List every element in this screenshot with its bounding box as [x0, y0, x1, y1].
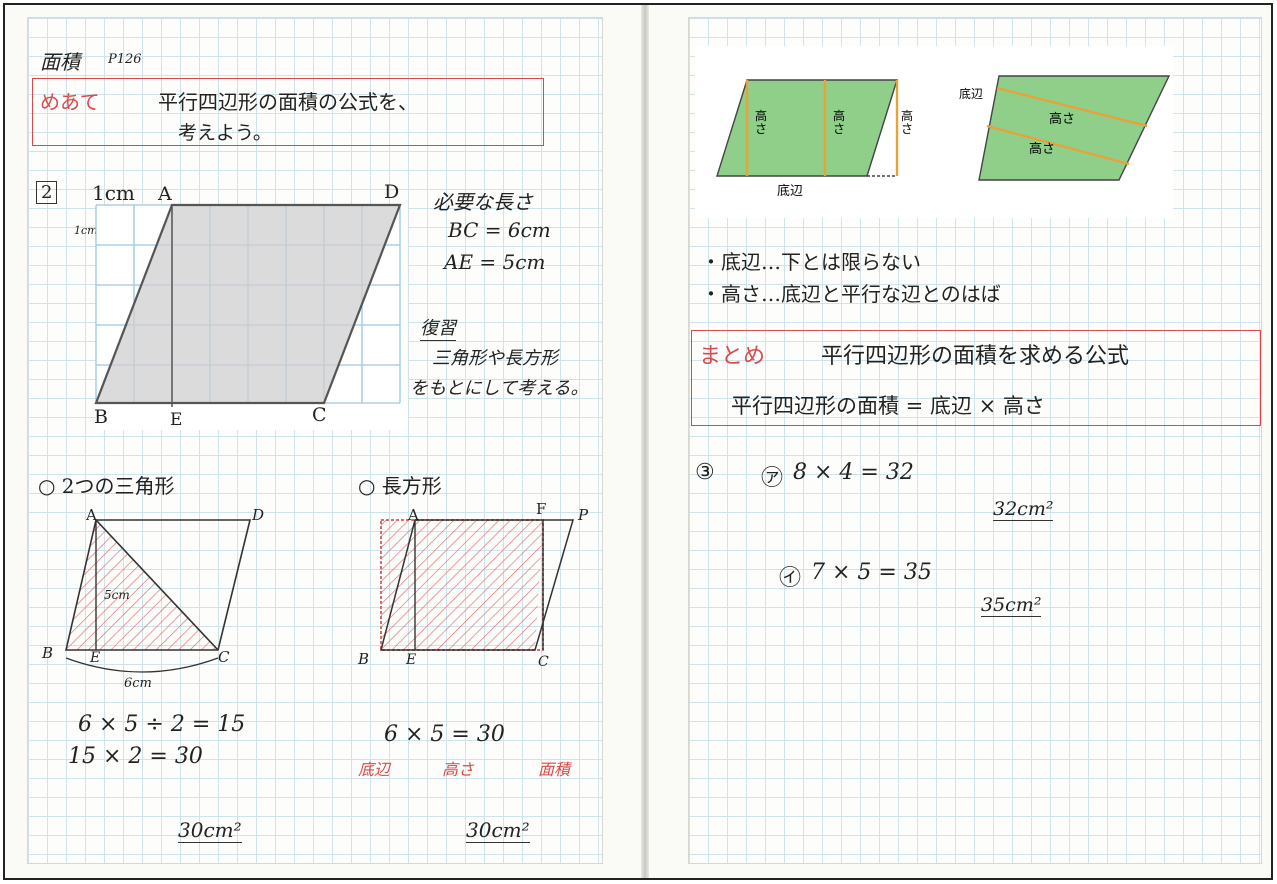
review-line-1: 三角形や長方形	[432, 348, 558, 369]
scale-side-label: 1cm	[74, 224, 98, 237]
m1-vertex-d: D	[252, 506, 265, 524]
vertex-b: B	[94, 406, 108, 428]
needed-ae: AE = 5cm	[444, 250, 546, 274]
rectangle-figure	[380, 519, 575, 651]
m1-equation-1: 6 × 5 ÷ 2 = 15	[78, 712, 246, 737]
m1-base-label: 6cm	[124, 676, 152, 691]
left-page: 面積 P126 めあて 平行四辺形の面積の公式を、 考えよう。 2 1cm 1c…	[27, 17, 603, 864]
meate-box	[32, 78, 544, 146]
m2-vertex-p: P	[578, 506, 589, 524]
meate-line-1: 平行四辺形の面積の公式を、	[158, 90, 418, 114]
matome-box	[691, 330, 1261, 426]
textbook-parallelogram-2	[978, 75, 1171, 181]
meate-label: めあて	[40, 90, 100, 114]
m1-equation-2: 15 × 2 = 30	[68, 744, 203, 769]
notebook-spine	[641, 5, 649, 878]
m2-vertex-e: E	[406, 652, 417, 668]
method-2-title: ○ 長方形	[358, 474, 442, 498]
q1-mark: ㋐	[761, 466, 784, 491]
needed-bc: BC = 6cm	[448, 218, 551, 242]
q1-equation: 8 × 4 = 32	[793, 460, 914, 485]
note-base: ・底辺…下とは限らない	[701, 250, 921, 274]
problem-number: 2	[36, 181, 58, 204]
area-formula: 平行四辺形の面積 = 底辺 × 高さ	[731, 394, 1045, 418]
review-title: 復習	[420, 314, 456, 341]
problem-3-number: ③	[695, 460, 715, 485]
q1-answer: 32cm²	[993, 498, 1054, 521]
fig2-base-label: 底辺	[959, 87, 984, 101]
scale-label: 1cm	[92, 181, 135, 205]
fig1-height-2: 高さ	[833, 109, 846, 136]
fig2-height-1: 高さ	[1049, 112, 1076, 127]
fig1-height-1: 高さ	[755, 109, 768, 136]
m2-vertex-c: C	[538, 654, 549, 670]
page-title: 面積	[40, 50, 80, 74]
vertex-a: A	[158, 183, 172, 205]
matome-title: 平行四辺形の面積を求める公式	[821, 344, 1130, 369]
fig1-height-3: 高さ	[901, 109, 914, 136]
fig2-height-2: 高さ	[1029, 142, 1056, 157]
method-1-title: ○ 2つの三角形	[38, 474, 175, 498]
vertex-d: D	[384, 181, 400, 203]
matome-label: まとめ	[699, 344, 766, 369]
m2-vertex-b: B	[358, 650, 370, 668]
two-triangles-figure	[64, 519, 252, 673]
m2-vertex-f: F	[536, 500, 547, 518]
q2-answer: 35cm²	[981, 594, 1042, 617]
q2-equation: 7 × 5 = 35	[811, 560, 932, 585]
vertex-c: C	[312, 404, 327, 426]
parallelogram-figure	[94, 203, 408, 430]
m2-vertex-a: A	[408, 506, 419, 524]
m1-height-label: 5cm	[104, 588, 130, 602]
m2-equation: 6 × 5 = 30	[384, 722, 505, 747]
note-height: ・高さ…底辺と平行な辺とのはば	[701, 282, 1001, 306]
review-line-2: をもとにして考える。	[410, 378, 589, 399]
m1-vertex-c: C	[218, 648, 230, 666]
fig1-base-label: 底辺	[777, 184, 804, 199]
notebook-scan: 面積 P126 めあて 平行四辺形の面積の公式を、 考えよう。 2 1cm 1c…	[3, 3, 1273, 880]
q2-mark: ㋑	[779, 566, 802, 591]
m2-note-height: 高さ	[442, 760, 475, 779]
textbook-parallelogram-1	[716, 79, 899, 177]
m1-vertex-e: E	[90, 650, 101, 666]
vertex-e: E	[170, 410, 183, 430]
page-reference: P126	[108, 52, 142, 67]
needed-lengths-title: 必要な長さ	[433, 190, 533, 214]
m1-answer: 30cm²	[178, 818, 242, 843]
meate-line-2: 考えよう。	[178, 122, 272, 144]
m2-answer: 30cm²	[466, 818, 530, 843]
m1-vertex-a: A	[86, 506, 97, 524]
m1-vertex-b: B	[42, 644, 54, 662]
m2-note-base: 底辺	[358, 760, 391, 779]
m2-note-area: 面積	[538, 760, 571, 779]
right-page: 高さ 高さ 高さ 底辺 底辺 高さ 高さ ・底辺…下とは限らない ・高さ…底辺と…	[688, 17, 1262, 864]
